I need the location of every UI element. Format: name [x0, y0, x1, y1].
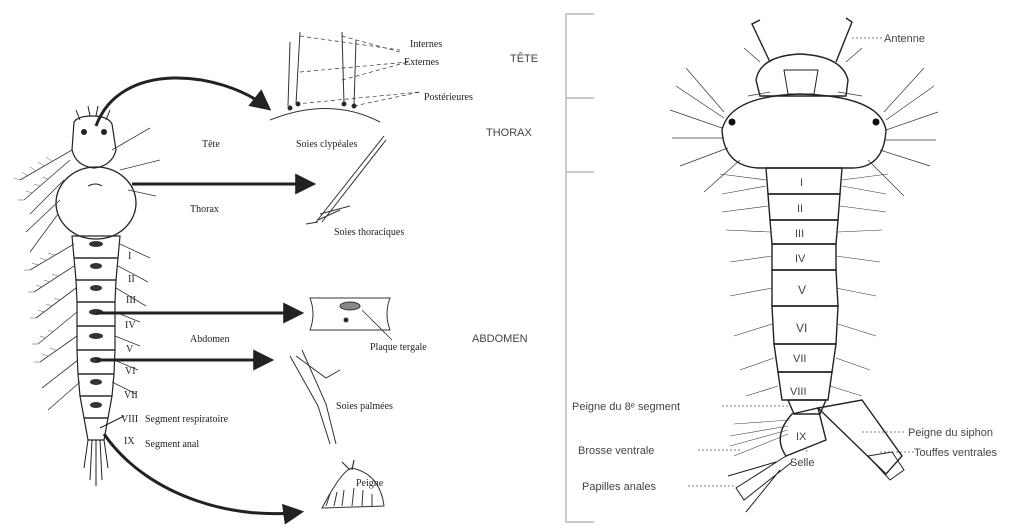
label-internes: Internes: [410, 39, 442, 50]
label-antenne: Antenne: [884, 33, 925, 45]
region-abdomen: ABDOMEN: [472, 333, 528, 345]
label-soies-clypeales: Soies clypéales: [296, 139, 357, 150]
right-numeral-VI: VI: [796, 321, 807, 335]
segment-numeral-V: V: [126, 344, 134, 355]
right-numeral-VIII: VIII: [790, 386, 807, 398]
region-thorax: THORAX: [486, 127, 533, 139]
label-soies-thoraciques: Soies thoraciques: [334, 227, 404, 238]
right-numeral-IX: IX: [796, 431, 807, 443]
right-numeral-III: III: [795, 228, 804, 240]
right-numeral-II: II: [797, 203, 803, 215]
label-thorax: Thorax: [190, 204, 219, 215]
palmate-setae-detail: [290, 350, 340, 444]
segment-numeral-VI: VI: [125, 366, 136, 377]
label-peigne: Peigne: [356, 478, 384, 489]
segment-numeral-I: I: [128, 251, 131, 262]
right-numeral-V: V: [798, 283, 806, 297]
clypeal-setae-detail: [270, 32, 420, 122]
right-larva-drawing: I II III IV V VI VII VIII IX: [670, 18, 938, 512]
label-posterieures: Postérieures: [424, 92, 473, 103]
segment-numeral-III: III: [126, 295, 136, 306]
label-papilles-anales: Papilles anales: [582, 481, 656, 493]
segment-text-IX: Segment anal: [145, 439, 199, 450]
tergal-plate-detail: [310, 298, 392, 340]
label-soies-palmees: Soies palmées: [336, 401, 393, 412]
segment-numeral-VIII: VIII: [121, 414, 138, 425]
label-tete: Tête: [202, 139, 220, 150]
label-externes: Externes: [404, 57, 439, 68]
right-numeral-IV: IV: [795, 253, 806, 265]
label-peigne-8: Peigne du 8ᵉ segment: [572, 401, 680, 413]
label-abdomen: Abdomen: [190, 334, 229, 345]
left-larva-drawing: [14, 106, 160, 486]
segment-text-VIII: Segment respiratoire: [145, 414, 229, 425]
label-plaque-tergale: Plaque tergale: [370, 342, 427, 353]
label-peigne-siphon: Peigne du siphon: [908, 427, 993, 439]
segment-numeral-IV: IV: [125, 320, 136, 331]
label-selle: Selle: [790, 457, 814, 469]
right-numeral-I: I: [800, 177, 803, 189]
region-tete: TÊTE: [510, 52, 538, 65]
label-brosse-ventrale: Brosse ventrale: [578, 445, 654, 457]
label-touffes-ventrales: Touffes ventrales: [914, 447, 997, 459]
segment-numeral-VII: VII: [124, 390, 138, 401]
segment-numeral-IX: IX: [124, 436, 135, 447]
segment-numeral-II: II: [128, 274, 135, 285]
right-numeral-VII: VII: [793, 353, 806, 365]
left-segment-labels: I II III IV V VI VII VIII Segment respir…: [121, 251, 229, 450]
